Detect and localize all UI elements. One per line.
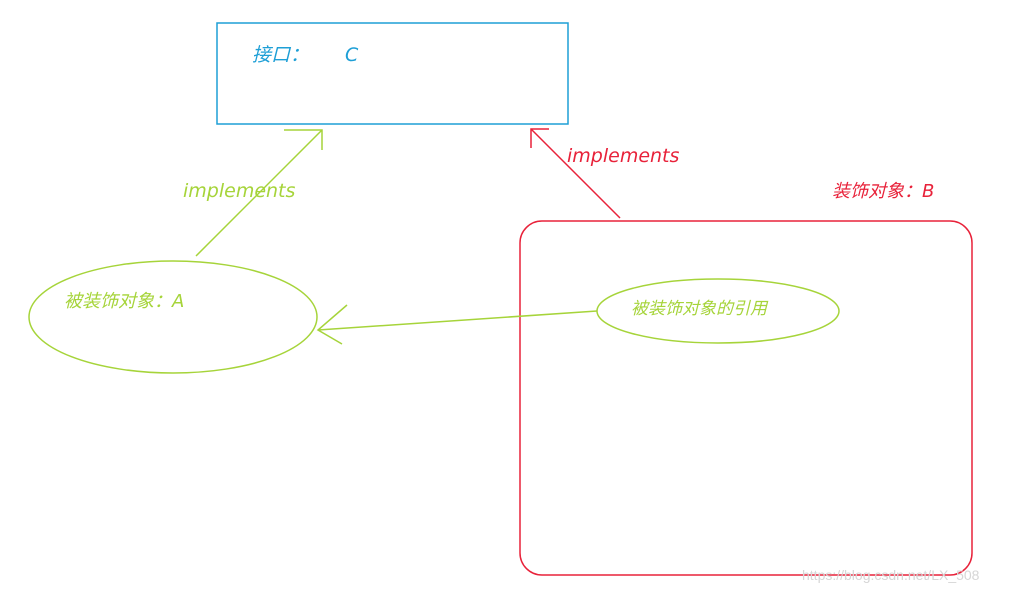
- a-implements-label: implements: [183, 180, 296, 202]
- decorator-b-box: [519, 220, 973, 576]
- reference-to-a-line: [317, 310, 598, 331]
- a-implements-c-line: [195, 129, 323, 257]
- decorated-a-ellipse: [28, 260, 318, 374]
- interface-name: C: [345, 44, 359, 66]
- b-implements-label: implements: [567, 145, 680, 167]
- b-implements-c-arrowhead: [530, 128, 549, 148]
- a-implements-c-arrowhead: [284, 129, 323, 150]
- reference-title: 被装饰对象的引用: [631, 299, 767, 319]
- decorator-b-title: 装饰对象：B: [832, 181, 935, 202]
- interface-title: 接口：: [252, 44, 310, 66]
- reference-to-a-arrowhead: [316, 304, 348, 345]
- decorated-a-title: 被装饰对象：A: [64, 291, 185, 312]
- watermark: https://blog.csdn.net/LX_508: [802, 567, 980, 583]
- b-implements-c-line: [530, 128, 621, 219]
- interface-c-box: [216, 22, 569, 125]
